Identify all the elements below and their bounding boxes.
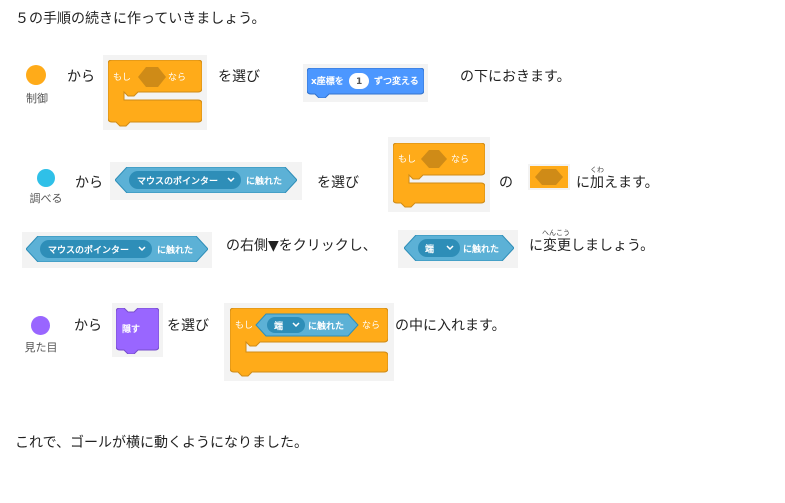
touch-suffix-label: に触れた [246,175,282,187]
touching-mouse-pointer-block-2[interactable]: マウスのポインター に触れた [26,236,208,262]
inner-edge-label: 端 [274,320,283,332]
control-category-label: 制御 [26,92,48,105]
inner-edge-suffix: に触れた [308,320,344,332]
dropdown-arrow-icon[interactable] [446,245,454,251]
step2-ruby-char: 加 [590,175,604,191]
step3-tail-pre: に [529,238,543,254]
step2-particle-text: の [499,175,513,191]
if-then-block-target[interactable]: もし なら [393,143,485,209]
then-label: なら [451,154,469,165]
dropdown-arrow-icon[interactable] [138,246,146,252]
change-x-value[interactable]: 1 [356,77,362,87]
touch-suffix-label: に触れた [157,244,193,256]
step1-from-text: から [67,69,95,85]
sensing-category-label: 調べる [29,192,63,205]
step2-tail-post: えます。 [604,175,659,191]
edge-suffix-label: に触れた [463,243,499,255]
dropdown-arrow-icon[interactable] [292,322,300,328]
then-label: なら [168,72,186,83]
if-label: もし [113,72,131,83]
step4-choose-text: を選び [167,318,209,334]
ruby-henkou: へんこう [542,229,570,237]
edge-menu-label: 端 [425,243,434,255]
step1-tail-text: の下におきます。 [460,69,571,85]
touch-menu-label: マウスのポインター [137,175,218,187]
if-label: もし [398,154,416,165]
step3-tail-post: しましょう。 [571,238,655,254]
outro-text: これで、ゴールが横に動くようになりました。 [15,435,309,451]
sensing-category-icon[interactable] [37,169,55,187]
step2-tail-pre: に [576,175,590,191]
change-x-label: x座標を [311,75,344,87]
control-category-icon[interactable] [26,65,46,85]
dropdown-arrow-icon[interactable] [227,177,235,183]
if-label: もし [235,320,253,331]
ruby-kuwa: くわ [590,166,604,174]
step2-from-text: から [75,175,103,191]
step4-tail-text: の中に入れます。 [395,318,506,334]
looks-category-icon[interactable] [31,316,50,335]
hide-block[interactable]: 隠す [116,308,159,354]
touching-mouse-pointer-block[interactable]: マウスのポインター に触れた [115,167,297,193]
step1-choose-text: を選び [218,69,260,85]
then-label: なら [362,320,380,331]
touching-edge-block[interactable]: 端 に触れた [404,235,514,261]
change-x-block[interactable]: x座標を 1 ずつ変える [307,68,424,98]
looks-category-label: 見た目 [24,341,58,354]
touch-menu-label: マウスのポインター [48,244,129,256]
hide-label: 隠す [122,323,140,335]
step3-ruby-char: 変更 [543,238,571,254]
if-touching-edge-block[interactable]: もし 端 に触れた なら [230,308,388,378]
step3-middle-text: の右側▼をクリックし、 [226,238,377,254]
change-x-suffix: ずつ変える [374,75,419,87]
step2-choose-text: を選び [317,175,359,191]
intro-text: ５の手順の続きに作っていきましょう。 [15,11,266,27]
step4-from-text: から [74,318,102,334]
condition-slot[interactable] [530,166,568,188]
if-then-block[interactable]: もし なら [108,60,202,128]
